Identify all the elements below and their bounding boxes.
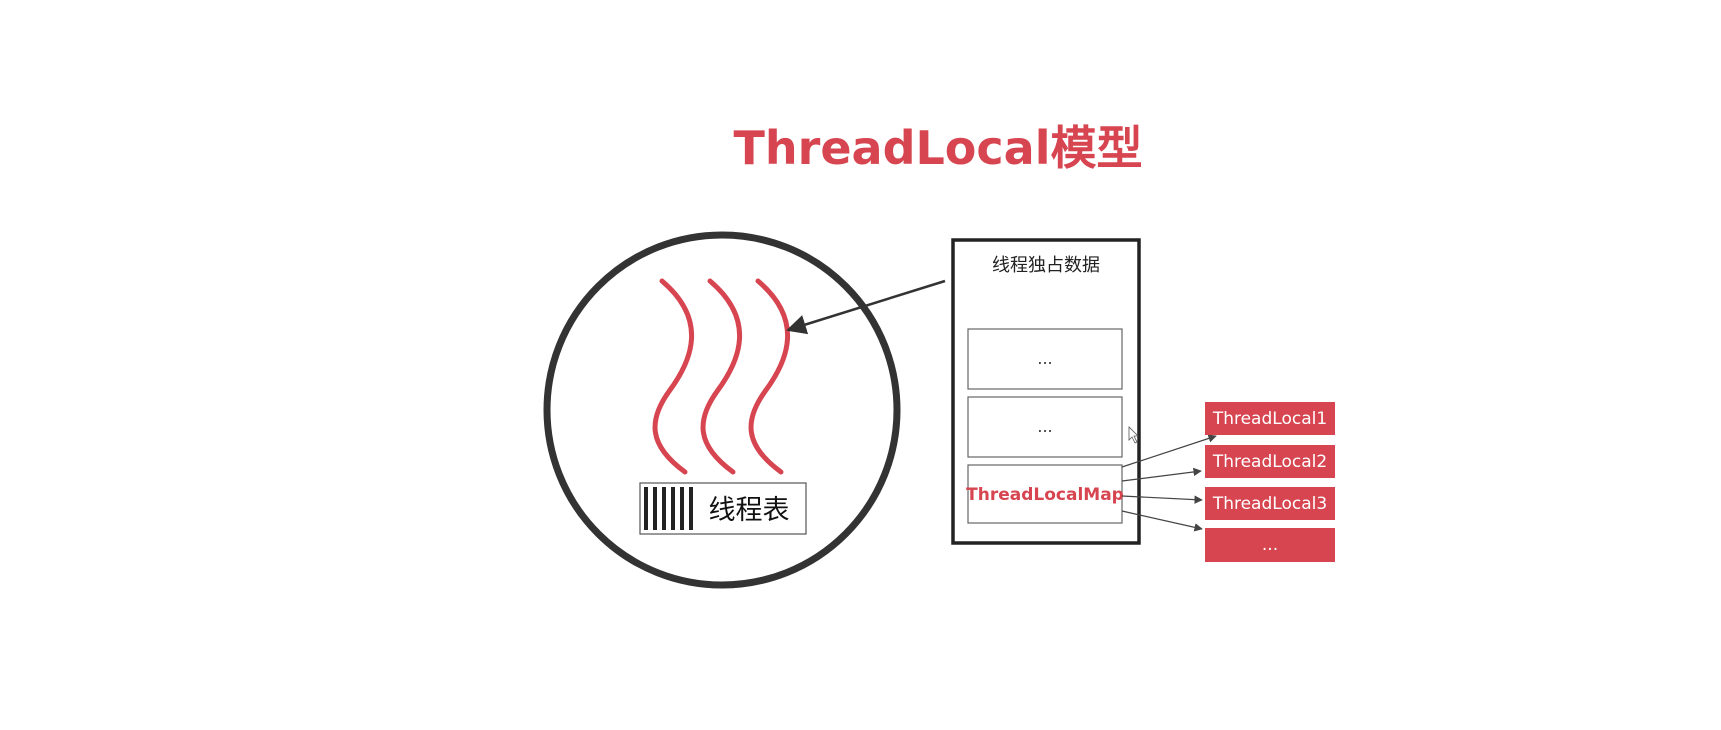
- thread-data-header: 线程独占数据: [992, 255, 1100, 276]
- map-arrows: [1121, 434, 1217, 532]
- thread-data-arrow: [786, 279, 946, 335]
- thread-table: 线程表: [639, 482, 807, 535]
- threadlocal-label: ThreadLocal2: [1212, 452, 1327, 472]
- list-item: ...: [1205, 528, 1335, 562]
- list-item: ...: [967, 328, 1123, 390]
- threadlocal-label: ThreadLocal3: [1212, 494, 1327, 514]
- list-item: ...: [967, 396, 1123, 458]
- threadlocalmap-slot: ThreadLocalMap: [966, 464, 1124, 524]
- slot-label: ...: [1037, 417, 1052, 436]
- threadlocal-label: ThreadLocal1: [1212, 409, 1327, 429]
- barcode-icon: [644, 487, 693, 530]
- cursor-icon: [1128, 426, 1139, 444]
- wavy-thread-lines-icon: [652, 278, 790, 475]
- thread-data-box: 线程独占数据 ... ... ThreadLocalMap: [951, 238, 1141, 545]
- list-item: ThreadLocal1: [1205, 402, 1335, 435]
- threadlocal-label: ...: [1262, 535, 1278, 555]
- threadlocal-list: ThreadLocal1 ThreadLocal2 ThreadLocal3 .…: [1205, 402, 1335, 562]
- thread-table-box: [639, 482, 807, 535]
- threadlocalmap-label: ThreadLocalMap: [966, 485, 1124, 505]
- thread-node: 线程表: [543, 231, 901, 589]
- page-title: ThreadLocal模型: [734, 121, 1143, 175]
- thread-table-label: 线程表: [709, 495, 790, 526]
- slot-label: ...: [1037, 349, 1052, 368]
- list-item: ThreadLocal3: [1205, 487, 1335, 520]
- thread-circle: [543, 231, 901, 589]
- list-item: ThreadLocal2: [1205, 445, 1335, 478]
